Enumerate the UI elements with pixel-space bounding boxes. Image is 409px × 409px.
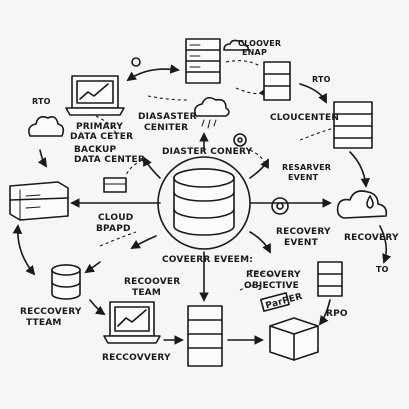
- label-backup-data-center: DATA CENTER: [74, 155, 145, 165]
- storm-cloud-icon: [194, 96, 230, 129]
- label-disaster: DIASASTER: [138, 112, 197, 122]
- label-rpo: RPO: [326, 309, 348, 319]
- central-database-icon: [157, 156, 251, 250]
- label-rto-left: RTO: [32, 97, 51, 106]
- label-center: CENITER: [144, 123, 188, 133]
- label-reccovery-team-1: RECCOVERY: [20, 307, 82, 317]
- label-recovery-event: RECOVERY: [276, 227, 331, 237]
- lightbulb-icon: [131, 57, 141, 67]
- label-recovvery: RECCOVVERY: [102, 353, 171, 363]
- label-enap: ENAP: [242, 48, 267, 57]
- label-reserver-event: EVENT: [288, 173, 319, 182]
- label-coveerr-evenm: COVEERR EVEEM:: [162, 255, 253, 265]
- label-recover-team-1: RECOOVER: [124, 277, 180, 287]
- label-reccovery-team-2: TTEAM: [26, 318, 62, 328]
- label-rto-right: RTO: [312, 75, 331, 84]
- cylinder-stack-icon: [51, 264, 81, 300]
- label-data-center: DATA CETER: [70, 132, 133, 142]
- backup-server-box-icon: [9, 181, 69, 221]
- gear-icon: [233, 133, 247, 147]
- label-bpapd: BPAPD: [96, 224, 131, 234]
- label-recover-team-2: TEAM: [132, 288, 161, 298]
- small-cloud-icon: [223, 39, 249, 51]
- cloud-center-server-icon: [263, 61, 291, 101]
- laptop-icon: [65, 75, 125, 116]
- label-diaster-conery: DIASTER CONERY: [162, 147, 253, 157]
- label-to-right: TO: [376, 265, 389, 274]
- rpo-box-icon: [269, 317, 319, 361]
- label-recovery-right: RECOVERY: [344, 233, 399, 243]
- connector-arrows: [12, 60, 392, 345]
- cloud-icon-left: [28, 116, 65, 137]
- label-reserver: RESARVER: [282, 163, 331, 172]
- label-backup: BACKUP: [74, 145, 117, 155]
- top-server-icon: [185, 38, 221, 84]
- diagram-labels: CLOOVER ENAP RTO RTO PRIMARY DATA CETER …: [20, 39, 399, 363]
- label-cloover: CLOOVER: [238, 39, 281, 48]
- label-recovery-event-2: EVENT: [284, 238, 319, 248]
- right-server-icon: [333, 101, 373, 149]
- label-recovery-objective-1: RECOVERY: [246, 270, 301, 280]
- label-primary: PRIMARY: [76, 122, 123, 132]
- label-cloud: CLOUD: [98, 213, 133, 223]
- recovery-gear-icon: [271, 197, 289, 215]
- paper-note-icon: [260, 292, 290, 312]
- bottom-server-icon: [187, 305, 223, 367]
- recovery-laptop-icon: [103, 301, 161, 344]
- recovery-cloud-icon: [336, 190, 388, 219]
- label-cloucenten: CLOUCENTEN: [270, 113, 339, 123]
- small-right-server-icon: [317, 261, 343, 297]
- small-box-icon: [103, 177, 127, 193]
- label-recovery-objective-2: OBJECTIVE: [244, 281, 299, 291]
